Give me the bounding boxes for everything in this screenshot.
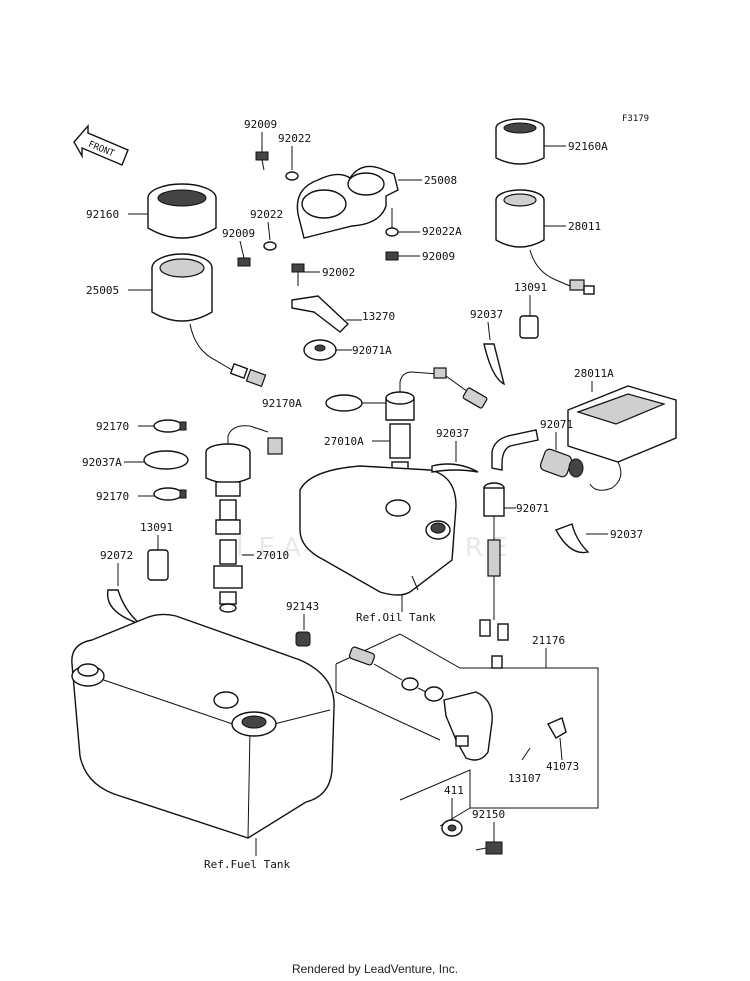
oil-tank xyxy=(299,465,457,596)
label-25008: 25008 xyxy=(424,174,457,187)
oil-tank-cap-27010A xyxy=(385,367,488,473)
clamp-92170-bot xyxy=(153,487,183,501)
figure-code: F3179 xyxy=(622,114,649,124)
bolt-92009-right xyxy=(385,251,399,261)
label-92143: 92143 xyxy=(286,600,319,613)
hose-92071 xyxy=(491,429,584,478)
label-92037-top: 92037 xyxy=(470,308,503,321)
label-92009-top: 92009 xyxy=(244,118,277,131)
label-28011A: 28011A xyxy=(574,367,614,380)
clamp-92170-top xyxy=(153,419,183,433)
fuel-tank-reference: Ref.Fuel Tank xyxy=(204,858,290,871)
display-unit-28011A xyxy=(567,385,677,491)
label-27010A: 27010A xyxy=(324,435,364,448)
label-92002: 92002 xyxy=(322,266,355,279)
label-92170-top: 92170 xyxy=(96,420,129,433)
fuel-level-sender-27010 xyxy=(205,425,283,613)
bolt-92009 xyxy=(255,151,269,171)
label-92022-top: 92022 xyxy=(278,132,311,145)
bolt-92150 xyxy=(475,841,503,855)
label-41073: 41073 xyxy=(546,760,579,773)
speedometer-25005 xyxy=(151,253,267,388)
front-arrow-icon: FRONT xyxy=(73,124,129,166)
clamp-92037A xyxy=(143,450,189,470)
label-27010: 27010 xyxy=(256,549,289,562)
pin-13107 xyxy=(521,747,531,761)
label-92160: 92160 xyxy=(86,208,119,221)
label-13107: 13107 xyxy=(508,772,541,785)
label-92037-right: 92037 xyxy=(610,528,643,541)
label-28011: 28011 xyxy=(568,220,601,233)
label-92071-top: 92071 xyxy=(540,418,573,431)
clip-41073 xyxy=(547,717,567,739)
label-92022A: 92022A xyxy=(422,225,462,238)
label-92037A: 92037A xyxy=(82,456,122,469)
meter-cover-92160A xyxy=(495,118,545,165)
label-25005: 25005 xyxy=(86,284,119,297)
clamp-92170A xyxy=(325,394,363,412)
band-92037-top xyxy=(483,343,506,386)
label-21176: 21176 xyxy=(532,634,565,647)
filter-92071 xyxy=(479,482,509,669)
washer-92022 xyxy=(285,171,299,181)
oil-tank-reference: Ref.Oil Tank xyxy=(356,611,436,624)
fuel-tank xyxy=(71,613,335,839)
clip-13091-right xyxy=(519,315,539,339)
washer-92022-mid xyxy=(263,241,277,251)
footer-credit: Rendered by LeadVenture, Inc. xyxy=(291,962,459,976)
label-13091-left: 13091 xyxy=(140,521,173,534)
label-92009-right: 92009 xyxy=(422,250,455,263)
label-13270: 13270 xyxy=(362,310,395,323)
band-92037-mid xyxy=(431,463,479,473)
label-13091-right: 13091 xyxy=(514,281,547,294)
bracket-13270 xyxy=(291,295,350,333)
label-92150: 92150 xyxy=(472,808,505,821)
label-92022-mid: 92022 xyxy=(250,208,283,221)
label-92170A: 92170A xyxy=(262,397,302,410)
band-92037-right xyxy=(555,523,590,554)
label-411: 411 xyxy=(444,784,464,797)
meter-bracket-25008 xyxy=(296,165,399,239)
label-92071A: 92071A xyxy=(352,344,392,357)
label-92072: 92072 xyxy=(100,549,133,562)
washer-92022A xyxy=(385,227,399,237)
label-92037-mid: 92037 xyxy=(436,427,469,440)
gauge-28011 xyxy=(495,189,595,295)
band-92072 xyxy=(106,589,141,625)
bolt-92002 xyxy=(291,263,305,273)
grommet-92071A xyxy=(303,339,337,361)
throttle-cable-21176 xyxy=(348,646,493,761)
label-92160A: 92160A xyxy=(568,140,608,153)
bolt-92009-left xyxy=(237,257,251,267)
label-92009-left: 92009 xyxy=(222,227,255,240)
nut-92143 xyxy=(295,631,311,647)
meter-cover-92160 xyxy=(147,183,217,239)
label-92071-bot: 92071 xyxy=(516,502,549,515)
clip-13091-left xyxy=(147,549,169,581)
label-92170-bot: 92170 xyxy=(96,490,129,503)
